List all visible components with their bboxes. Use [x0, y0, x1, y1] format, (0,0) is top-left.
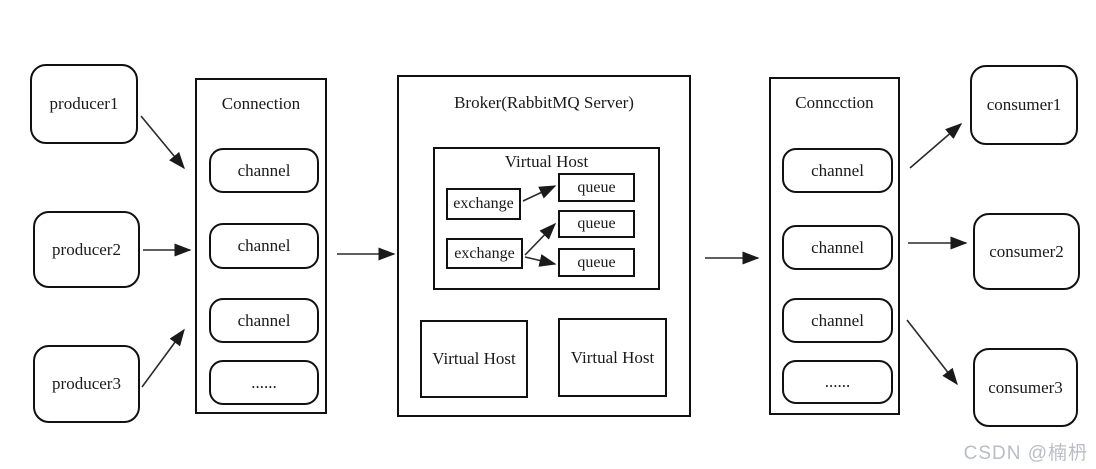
left-connection-box: Connection channel channel channel .....…: [195, 78, 327, 414]
right-channel-3: channel: [782, 298, 893, 343]
consumer2-label: consumer2: [989, 241, 1064, 261]
arrow-producer1-to-connection-icon: [140, 115, 185, 170]
arrow-channel-to-consumer1-icon: [909, 123, 963, 169]
virtual-host-2-label: Virtual Host: [432, 349, 516, 368]
left-connection-title: Connection: [221, 94, 301, 113]
right-channel-more: ......: [782, 360, 893, 404]
right-channel-2: channel: [782, 225, 893, 270]
consumer3-node: consumer3: [973, 348, 1078, 427]
right-channel-more-label: ......: [824, 372, 851, 391]
broker-box: Broker(RabbitMQ Server) Virtual Host exc…: [397, 75, 691, 417]
virtual-host-3-box: Virtual Host: [558, 318, 667, 397]
consumer3-label: consumer3: [988, 377, 1063, 397]
queue-3-label: queue: [577, 253, 616, 271]
virtual-host-3-label: Virtual Host: [570, 347, 655, 367]
producer3-node: producer3: [33, 345, 140, 423]
left-channel-3: channel: [209, 298, 319, 343]
right-channel-3-label: channel: [811, 310, 864, 330]
arrow-producer3-to-connection-icon: [141, 328, 185, 388]
producer1-node: producer1: [30, 64, 138, 144]
producer2-label: producer2: [52, 239, 121, 259]
csdn-watermark: CSDN @楠枬: [963, 443, 1088, 464]
queue-1-label: queue: [577, 178, 616, 196]
virtual-host-main-title: Virtual Host: [504, 152, 589, 171]
consumer1-node: consumer1: [970, 65, 1078, 145]
exchange-2: exchange: [446, 238, 523, 269]
right-channel-2-label: channel: [811, 237, 864, 257]
consumer1-label: consumer1: [986, 95, 1062, 114]
virtual-host-main-box: Virtual Host exchange exchange queue que…: [433, 147, 660, 290]
producer3-label: producer3: [52, 374, 121, 393]
left-channel-more-label: ......: [251, 372, 277, 392]
left-channel-1-label: channel: [237, 160, 291, 180]
right-channel-1-label: channel: [811, 160, 864, 180]
exchange-1: exchange: [446, 188, 521, 220]
producer2-node: producer2: [33, 211, 140, 288]
broker-title: Broker(RabbitMQ Server): [454, 93, 634, 112]
left-channel-more: ......: [209, 360, 319, 405]
producer1-label: producer1: [49, 94, 119, 113]
right-connection-box: Conncction channel channel channel .....…: [769, 77, 900, 415]
exchange-2-label: exchange: [454, 244, 515, 262]
queue-2-label: queue: [577, 215, 616, 232]
left-channel-2-label: channel: [237, 236, 291, 255]
left-channel-1: channel: [209, 148, 319, 193]
left-channel-3-label: channel: [237, 310, 291, 330]
arrow-channel-to-consumer3-icon: [906, 319, 958, 386]
queue-3: queue: [558, 248, 635, 277]
left-channel-2: channel: [209, 223, 319, 269]
consumer2-node: consumer2: [973, 213, 1080, 290]
exchange-1-label: exchange: [453, 195, 514, 212]
right-connection-title: Conncction: [795, 93, 874, 112]
right-channel-1: channel: [782, 148, 893, 193]
queue-2: queue: [558, 210, 635, 238]
queue-1: queue: [558, 173, 635, 202]
virtual-host-2-box: Virtual Host: [420, 320, 528, 398]
